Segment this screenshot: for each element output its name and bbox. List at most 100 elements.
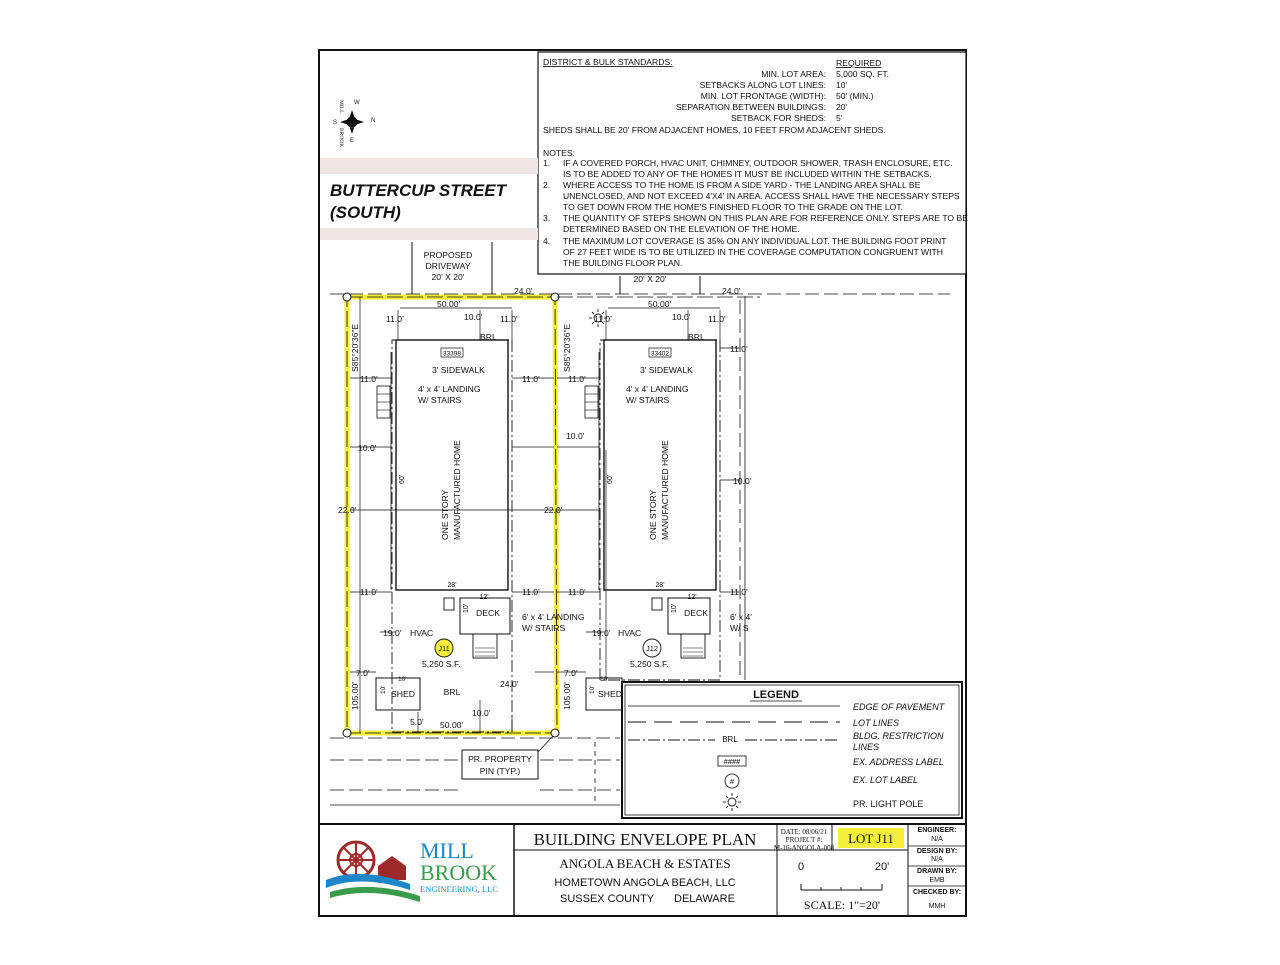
- standard-label: SETBACKS ALONG LOT LINES:: [700, 80, 826, 90]
- rear-home-offset: 19.0': [383, 628, 402, 638]
- legend-title: LEGEND: [753, 689, 799, 701]
- home-length: 60': [399, 475, 406, 484]
- address-label: [648, 347, 672, 358]
- shed-side-offset-right: 7.0': [564, 668, 578, 678]
- engineer-label: ENGINEER:: [918, 827, 957, 834]
- lot-number: LOT J11: [848, 831, 894, 846]
- engineer-value: N/A: [931, 836, 943, 843]
- lot-bearing-right: S85°20'36"E: [562, 323, 572, 372]
- brl-label: BRL: [444, 687, 461, 697]
- lot-label-badge: [642, 638, 662, 658]
- brl-label: BRL: [480, 332, 497, 342]
- scale-zero: 0: [798, 861, 804, 873]
- lot-j11-dimension-labels: 50.00' 10.0' 11.0' 11.0' 24.0' 11.0' 11.…: [338, 286, 585, 730]
- home-label-line2: MANUFACTURED HOME: [452, 440, 462, 540]
- address-number: 33402: [651, 351, 669, 358]
- driveway-size-2: 20' X 20': [634, 274, 667, 284]
- required-header: REQUIRED: [836, 58, 881, 68]
- rear-offset: 24.0': [500, 679, 519, 689]
- landing-label-2: W/ STAIRS: [626, 395, 670, 405]
- lot-j11[interactable]: BRL BRL 33398 ONE STORY MANUFACTURED HOM…: [338, 286, 585, 738]
- shed-note: SHEDS SHALL BE 20' FROM ADJACENT HOMES, …: [543, 125, 886, 135]
- lot-j12-dimension-labels: 50.00' 10.0' 11.0' 11.0' 24.0' 11.0' 11.…: [568, 286, 752, 638]
- home-length: 60': [607, 475, 614, 484]
- home-width: 28': [447, 582, 456, 589]
- checked-value: MMH: [929, 903, 946, 910]
- landing-label: 4' x 4' LANDING: [626, 384, 689, 394]
- legend-lot-symbol: #: [730, 777, 735, 786]
- standard-value: 10': [836, 80, 848, 90]
- standard-value: 50' (MIN.): [836, 91, 874, 101]
- compass-brand-mill: MILL: [338, 100, 344, 114]
- landing-label: 4' x 4' LANDING: [418, 384, 481, 394]
- property-pin-callout: [461, 749, 539, 780]
- rear-landing-stairs: [680, 633, 706, 659]
- property-pin-icon: [342, 292, 352, 302]
- legend-address-swatch: [717, 755, 747, 767]
- legend-brl-symbol: BRL: [722, 735, 738, 744]
- shed-label: SHED: [598, 689, 622, 699]
- side-setback-right: 11.0': [522, 374, 540, 384]
- deck-width: 12': [687, 594, 696, 601]
- legend-labels: EDGE OF PAVEMENT LOT LINES BLDG. RESTRIC…: [853, 702, 946, 809]
- rear-width: 50.00': [440, 720, 464, 730]
- note-line: OF 27 FEET WIDE IS TO BE UTILIZED IN THE…: [563, 247, 943, 257]
- deck-label: DECK: [684, 608, 708, 618]
- legend-box: [621, 681, 963, 819]
- water-wave-icon: [326, 873, 410, 890]
- lot-highlight-box: [838, 828, 904, 848]
- street-bottom-band: [320, 228, 538, 240]
- corner-offset: 24.0': [514, 286, 533, 296]
- note-line: DETERMINED BASED ON THE ELEVATION OF THE…: [563, 224, 800, 234]
- legend-label: PR. LIGHT POLE: [853, 799, 923, 809]
- street-name: BUTTERCUP STREET: [330, 181, 508, 200]
- home-label-line1: ONE STORY: [440, 489, 450, 540]
- note-line: THE QUANTITY OF STEPS SHOWN ON THIS PLAN…: [563, 213, 968, 223]
- light-pole-icon: [589, 309, 607, 327]
- lot-j12-home[interactable]: [603, 339, 717, 591]
- standard-label: MIN. LOT AREA:: [761, 69, 826, 79]
- low-setback-right: 11.0': [522, 587, 540, 597]
- legend-address-symbol: ####: [724, 757, 742, 766]
- shed-width-label: 10': [398, 676, 406, 683]
- driveway-label-2: DRIVEWAY: [426, 261, 471, 271]
- legend-label: BLDG. RESTRICTION: [853, 731, 944, 741]
- legend-label: EX. ADDRESS LABEL: [853, 757, 944, 767]
- front-setback: 10.0': [672, 312, 691, 322]
- scale-twenty: 20': [875, 861, 889, 873]
- rear-stair-treads: [683, 647, 703, 657]
- note-line: IF A COVERED PORCH, HVAC UNIT, CHIMNEY, …: [563, 158, 953, 168]
- legend-label: EX. LOT LABEL: [853, 775, 918, 785]
- rear-landing-label: 6' x 4': [730, 612, 752, 622]
- lot-j11-home[interactable]: [395, 339, 509, 591]
- front-setback: 10.0': [464, 312, 483, 322]
- shed: [375, 677, 421, 711]
- sidewalk-label: 3' SIDEWALK: [432, 365, 485, 375]
- compass-brand-brook: BROOK: [338, 128, 344, 147]
- driveway-size: 20' X 20': [432, 272, 465, 282]
- lot-j12[interactable]: 33402 ONE STORY MANUFACTURED HOME 60' 28…: [557, 286, 760, 711]
- design-label: DESIGN BY:: [917, 848, 957, 855]
- rear-stair-treads: [475, 647, 495, 657]
- landing-label-2: W/ STAIRS: [418, 395, 462, 405]
- lot-label-badge: [434, 638, 454, 658]
- stair-treads: [585, 393, 598, 411]
- hvac-label: HVAC: [618, 628, 641, 638]
- note-number: 1.: [543, 158, 550, 168]
- rear-pavement-lines: [330, 737, 620, 806]
- scale-text: SCALE: 1"=20': [804, 898, 880, 912]
- rear-home-offset: 19.0': [592, 628, 611, 638]
- shed-label: SHED: [391, 689, 415, 699]
- property-pin-icon: [550, 728, 560, 738]
- project-number: M-16-ANGOLA-008: [774, 844, 835, 852]
- logo-brook: BROOK: [420, 860, 497, 885]
- lot-depth: 105.00': [350, 682, 360, 710]
- legend-lot-swatch: [724, 773, 740, 789]
- logo-mill: MILL: [420, 838, 474, 863]
- home-width: 28': [655, 582, 664, 589]
- property-pin-icon: [342, 728, 352, 738]
- scale-bar: [800, 884, 883, 891]
- note-line: TO GET DOWN FROM THE HOME'S FINISHED FLO…: [563, 202, 903, 212]
- note-line: THE MAXIMUM LOT COVERAGE IS 35% ON ANY I…: [563, 236, 947, 246]
